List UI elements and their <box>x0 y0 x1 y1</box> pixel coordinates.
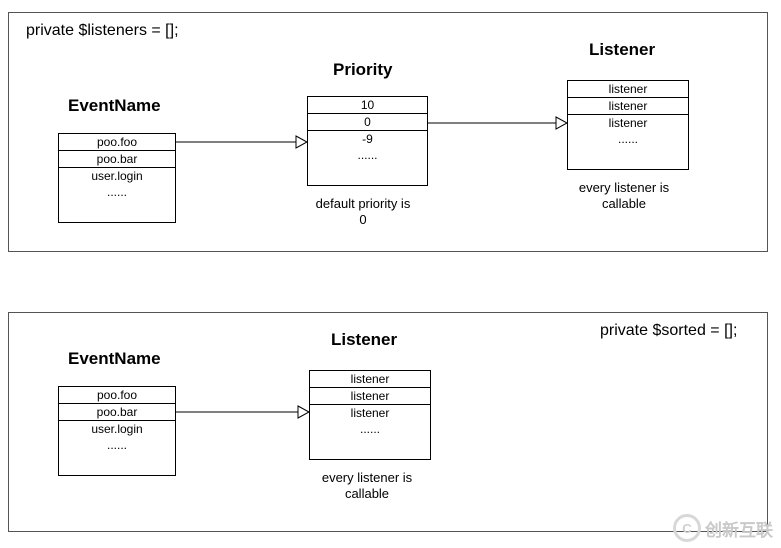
bottom-listener-dots: ...... <box>359 422 380 436</box>
top-eventname-table: poo.foo poo.bar user.login ...... <box>58 133 176 223</box>
top-listener-row: listener <box>568 98 688 115</box>
top-listener-title: Listener <box>589 40 656 59</box>
priority-table: 10 0 -9 ...... <box>307 96 428 186</box>
bottom-listener-row: listener <box>310 371 430 388</box>
priority-title: Priority <box>333 60 393 79</box>
bottom-listener-row: listener <box>310 388 430 405</box>
bottom-listener-row: listener <box>350 406 390 420</box>
top-listener-caption-line: every listener is <box>578 180 670 195</box>
bottom-eventname-row: poo.foo <box>59 387 175 404</box>
bottom-eventname-table: poo.foo poo.bar user.login ...... <box>58 386 176 476</box>
top-listener-caption: every listener is callable <box>561 180 687 212</box>
bottom-eventname-row: poo.bar <box>59 404 175 421</box>
bottom-listener-caption: every listener is callable <box>304 470 430 502</box>
sorted-code-label: private $sorted = []; <box>600 322 738 339</box>
bottom-eventname-dots: ...... <box>106 438 127 452</box>
listeners-code-label: private $listeners = []; <box>26 22 179 39</box>
priority-row: 0 <box>308 114 427 131</box>
bottom-eventname-row: user.login <box>91 422 143 436</box>
bottom-listener-caption-line: every listener is <box>321 470 413 485</box>
top-eventname-dots: ...... <box>106 185 127 199</box>
top-listener-caption-line: callable <box>601 196 647 211</box>
top-listener-row: listener <box>568 81 688 98</box>
watermark-text: 创新互联 <box>705 520 773 540</box>
priority-caption-line: default priority is <box>315 196 411 211</box>
top-eventname-row: poo.bar <box>59 151 175 168</box>
top-listener-row: listener <box>608 116 648 130</box>
priority-caption-line: 0 <box>359 212 367 227</box>
top-listener-table: listener listener listener ...... <box>567 80 689 170</box>
top-eventname-row: user.login <box>91 169 143 183</box>
bottom-listener-title: Listener <box>331 330 398 349</box>
priority-row: 10 <box>308 97 427 114</box>
priority-caption: default priority is 0 <box>300 196 426 228</box>
watermark-logo-icon: C <box>673 514 701 542</box>
priority-row: -9 <box>362 132 373 146</box>
priority-dots: ...... <box>357 148 378 162</box>
bottom-listener-caption-line: callable <box>344 486 390 501</box>
top-eventname-row: poo.foo <box>59 134 175 151</box>
top-eventname-title: EventName <box>68 96 161 115</box>
top-listener-dots: ...... <box>617 132 638 146</box>
bottom-listener-table: listener listener listener ...... <box>309 370 431 460</box>
watermark: C 创新互联 <box>673 514 773 542</box>
bottom-eventname-title: EventName <box>68 349 161 368</box>
